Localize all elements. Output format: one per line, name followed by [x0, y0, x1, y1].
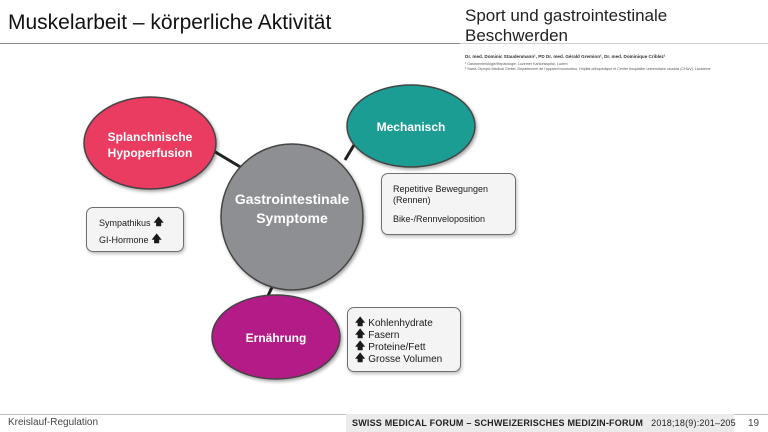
- up-arrow-icon: 🡅: [153, 216, 164, 228]
- list-item: 🡅 Fasern: [355, 329, 460, 341]
- journal-reference: 2018;18(9):201–205: [651, 418, 736, 428]
- journal-citation: SWISS MEDICAL FORUM – SCHWEIZERISCHES ME…: [352, 418, 736, 428]
- title-divider: [0, 43, 460, 44]
- diagram-canvas: Splanchnische Hypoperfusion Mechanisch E…: [83, 84, 476, 380]
- footer-section-label: Kreislauf-Regulation: [8, 417, 99, 428]
- item-text: Repetitive Bewegungen: [393, 183, 489, 194]
- list-item: 🡅 Grosse Volumen: [355, 353, 460, 365]
- list-item: Bike-/Rennveloposition: [393, 213, 515, 224]
- node-splanchnic-label-2: Hypoperfusion: [108, 146, 193, 160]
- box-nutrition-factors: 🡅 Kohlenhydrate 🡅 Fasern 🡅 Proteine/Fett…: [347, 307, 461, 372]
- header-divider-right: [460, 43, 768, 44]
- connector-mechanical: [343, 144, 356, 161]
- up-arrow-icon: 🡅: [355, 341, 366, 352]
- up-arrow-icon: 🡅: [355, 317, 366, 328]
- list-item: (Rennen): [393, 194, 515, 205]
- node-center-label-2: Symptome: [256, 210, 328, 226]
- item-text: Proteine/Fett: [368, 341, 426, 353]
- journal-name: SWISS MEDICAL FORUM – SCHWEIZERISCHES ME…: [352, 418, 644, 428]
- article-authors: Dr. med. Dominic Staudenmann¹, PD Dr. me…: [465, 54, 666, 59]
- list-item: Sympathikus 🡅: [99, 214, 183, 231]
- node-splanchnic-label-1: Splanchnische: [108, 130, 193, 144]
- slide-title: Muskelarbeit – körperliche Aktivität: [8, 11, 332, 34]
- affiliation-1: ¹ Gastroenterologie/Hepatologie, Luzerne…: [465, 62, 568, 66]
- node-splanchnic-hypoperfusion: [83, 96, 217, 190]
- article-affiliations: ¹ Gastroenterologie/Hepatologie, Luzerne…: [465, 62, 711, 72]
- node-gastrointestinal-symptoms: [220, 143, 364, 291]
- item-text: Fasern: [368, 329, 400, 341]
- journal-banner: [346, 414, 734, 432]
- up-arrow-icon: 🡅: [355, 329, 366, 340]
- item-text: Sympathikus: [99, 217, 151, 228]
- node-nutrition-label: Ernährung: [246, 331, 307, 345]
- article-title: Sport und gastrointestinale Beschwerden: [465, 6, 668, 45]
- node-mechanical-label: Mechanisch: [377, 120, 446, 134]
- item-text: Grosse Volumen: [368, 353, 443, 365]
- connector-splanchnic: [211, 148, 243, 170]
- item-text: Bike-/Rennveloposition: [393, 213, 486, 224]
- item-text: Kohlenhydrate: [368, 317, 433, 329]
- page-number: 19: [748, 418, 760, 429]
- list-item: 🡅 Kohlenhydrate: [355, 317, 460, 329]
- up-arrow-icon: 🡅: [151, 233, 162, 245]
- box-splanchnic-factors: Sympathikus 🡅 GI-Hormone 🡅: [86, 207, 184, 252]
- list-item: GI-Hormone 🡅: [99, 231, 183, 248]
- up-arrow-icon: 🡅: [355, 353, 366, 364]
- item-text: GI-Hormone: [99, 234, 149, 245]
- node-mechanical: [346, 84, 476, 168]
- list-item: 🡅 Proteine/Fett: [355, 341, 460, 353]
- node-center-label-1: Gastrointestinale: [235, 191, 350, 207]
- box-mechanical-factors: Repetitive Bewegungen (Rennen) Bike-/Ren…: [381, 173, 516, 235]
- item-text: (Rennen): [393, 194, 431, 205]
- affiliation-2: ² Swiss Olympic Medical Center, Départem…: [465, 67, 711, 71]
- node-nutrition: [211, 294, 341, 380]
- list-item: Repetitive Bewegungen: [393, 183, 515, 194]
